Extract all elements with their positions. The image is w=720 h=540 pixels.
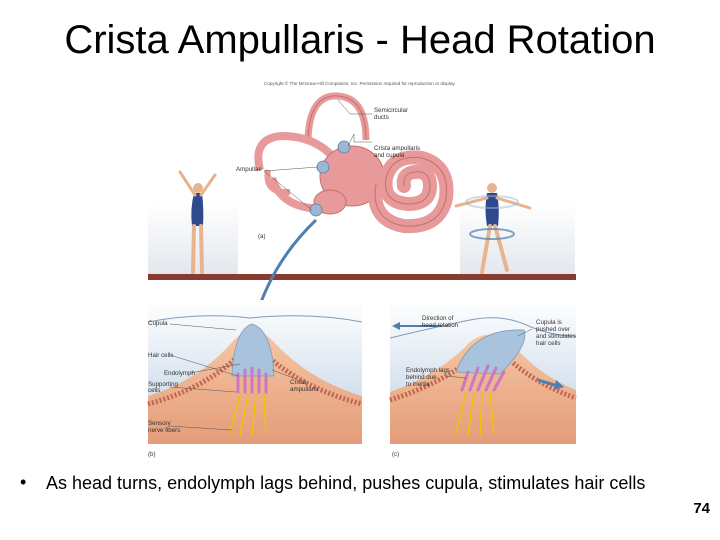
label-semicircular-ducts-2: ducts [374, 114, 389, 121]
label-crista-ampullaris-2: ampullaris [290, 386, 318, 393]
label-endolymph-lags-2: behind due [406, 374, 437, 381]
page-number: 74 [693, 500, 710, 517]
label-crista-cupula-2: and cupula [374, 152, 405, 159]
panel-a-labels [263, 99, 372, 211]
label-supporting-cells: Supporting [148, 381, 178, 388]
gymnast-left-figure [178, 170, 217, 274]
crista-ampullaris-figure: Copyright © The McGraw-Hill Companies, I… [140, 74, 580, 462]
slide-title: Crista Ampullaris - Head Rotation [64, 18, 656, 62]
label-direction-2: head rotation [422, 322, 459, 329]
label-cupula-pushed-2: pushed over [536, 326, 570, 333]
label-supporting-cells-2: cells [148, 387, 160, 394]
label-endolymph-lags-3: to inertia [406, 381, 430, 388]
label-cupula-pushed: Cupula is [536, 319, 562, 326]
label-cupula: Cupula [148, 320, 168, 327]
inner-ear-labyrinth [254, 92, 454, 234]
copyright-notice: Copyright © The McGraw-Hill Companies, I… [264, 80, 456, 86]
label-crista-ampullaris: Crista [290, 379, 307, 386]
label-sensory-nerve-fibers-2: nerve fibers [148, 427, 180, 434]
rotation-direction-arrow-head [392, 322, 400, 330]
label-semicircular-ducts: Semicircular [374, 107, 408, 114]
panel-c-crista-rotating [389, 300, 577, 444]
panel-b-crista-at-rest [147, 300, 363, 444]
bullet-marker: • [20, 472, 27, 492]
label-direction: Direction of [422, 315, 454, 322]
label-endolymph: Endolymph [164, 370, 196, 377]
label-ampullae: Ampullae [236, 166, 262, 173]
label-hair-cells: Hair cells [148, 352, 173, 359]
bullet-point: • As head turns, endolymph lags behind, … [20, 472, 690, 494]
label-cupula-pushed-4: hair cells [536, 340, 560, 347]
label-endolymph-lags: Endolymph lags [406, 367, 450, 374]
label-cupula-pushed-3: and stimulates [536, 333, 576, 340]
gymnast-right-figure [454, 183, 532, 274]
panel-c-labels [444, 325, 533, 379]
panel-a-stage [148, 202, 576, 280]
label-crista-cupula: Crista ampullaris [374, 145, 420, 152]
bullet-text: As head turns, endolymph lags behind, pu… [46, 473, 646, 493]
panel-a-letter: (a) [258, 233, 266, 240]
panel-b-labels [169, 323, 297, 431]
label-sensory-nerve-fibers: Sensory [148, 420, 172, 427]
panel-b-letter: (b) [148, 451, 156, 458]
panel-c-letter: (c) [392, 451, 399, 458]
